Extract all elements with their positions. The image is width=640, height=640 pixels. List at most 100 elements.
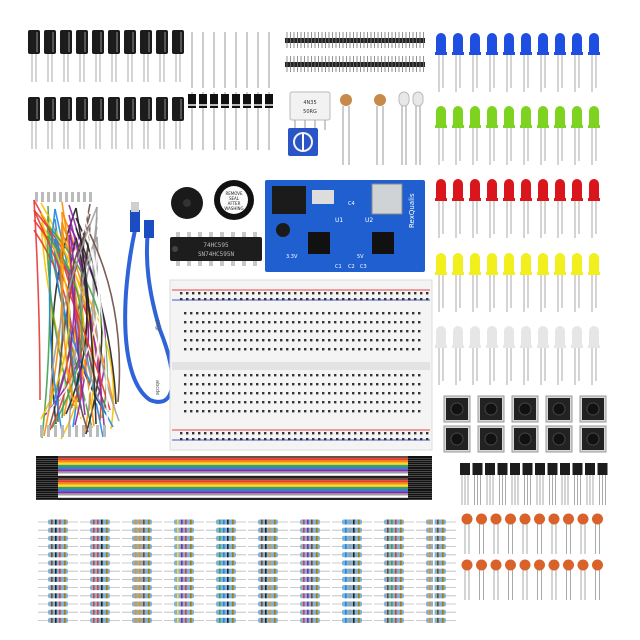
resistor [38,560,78,566]
breadboard-hole [232,401,235,404]
chip-pin [253,260,257,266]
breadboard-hole [228,292,231,295]
breadboard-hole [316,348,319,351]
breadboard-hole [202,348,205,351]
breadboard-hole [412,321,415,324]
ribbon-connector [408,460,432,463]
breadboard-hole [250,392,253,395]
ribbon-connector [408,497,432,500]
ceramic-capacitors [461,513,603,600]
breadboard-hole [292,321,295,324]
ic-chip-74hc595: 74HC595 SN74HC595N [170,232,262,266]
ceramic-capacitor [592,513,603,554]
breadboard-hole [406,383,409,386]
breadboard-hole [232,339,235,342]
breadboard-hole [304,312,307,315]
breadboard-hole [256,339,259,342]
breadboard-hole [352,330,355,333]
led [588,106,600,165]
breadboard-hole [358,401,361,404]
push-button [545,425,573,453]
breadboard-hole [228,432,231,435]
breadboard-hole [426,438,429,441]
ribbon-wire [58,473,408,476]
breadboard-hole [210,438,213,441]
led [435,179,447,238]
ribbon-wire [58,491,408,494]
breadboard-hole [192,292,195,295]
breadboard-hole [336,432,339,435]
breadboard-hole [298,374,301,377]
breadboard-hole [298,321,301,324]
breadboard-hole [208,330,211,333]
ribbon-connector [36,493,58,496]
breadboard-hole [342,438,345,441]
resistor [374,576,414,582]
led [469,179,481,238]
resistor [290,609,330,615]
breadboard-hole [354,438,357,441]
breadboard-hole [274,401,277,404]
breadboard-hole [340,348,343,351]
breadboard-hole [180,432,183,435]
resistor [80,519,120,525]
breadboard-hole [340,392,343,395]
ribbon-connector [36,473,58,476]
resistor [374,568,414,574]
breadboard-hole [310,339,313,342]
breadboard-hole [334,383,337,386]
jumper-wire [46,200,101,414]
breadboard-hole [406,312,409,315]
breadboard-hole [352,401,355,404]
breadboard-hole [262,312,265,315]
breadboard-hole [246,438,249,441]
breadboard-hole [412,410,415,413]
breadboard-hole [298,401,301,404]
breadboard-hole [346,312,349,315]
led [537,326,549,385]
jumper-wire [75,227,117,405]
led [452,326,464,385]
led [537,106,549,165]
resistor [332,609,372,615]
resistor [122,576,162,582]
breadboard-hole [388,374,391,377]
led [486,326,498,385]
breadboard-hole [292,392,295,395]
breadboard-hole [346,339,349,342]
breadboard-hole [268,339,271,342]
breadboard-hole [400,401,403,404]
breadboard-hole [202,401,205,404]
resistor [416,585,456,591]
resistor [206,576,246,582]
breadboard-hole [294,432,297,435]
breadboard-hole [306,438,309,441]
breadboard-hole [420,298,423,301]
breadboard-hole [394,312,397,315]
breadboard-hole [358,374,361,377]
breadboard-hole [208,410,211,413]
dc-jack [272,186,306,214]
breadboard-hole [186,438,189,441]
ribbon-connector [408,462,432,465]
breadboard-hole [384,438,387,441]
ceramic-capacitor [476,513,487,554]
resistor [248,609,288,615]
breadboard-hole [280,312,283,315]
breadboard-hole [300,432,303,435]
breadboard-hole [328,392,331,395]
chip-pin [242,232,246,238]
resistor [164,552,204,558]
breadboard-hole [262,401,265,404]
breadboard-hole [390,298,393,301]
sensor [398,91,410,165]
resistor [122,593,162,599]
led [571,106,583,165]
breadboard-hole [382,392,385,395]
breadboard-hole [316,410,319,413]
breadboard-hole [244,410,247,413]
breadboard-hole [214,312,217,315]
breadboard-hole [184,392,187,395]
breadboard-hole [214,401,217,404]
resistor [206,568,246,574]
